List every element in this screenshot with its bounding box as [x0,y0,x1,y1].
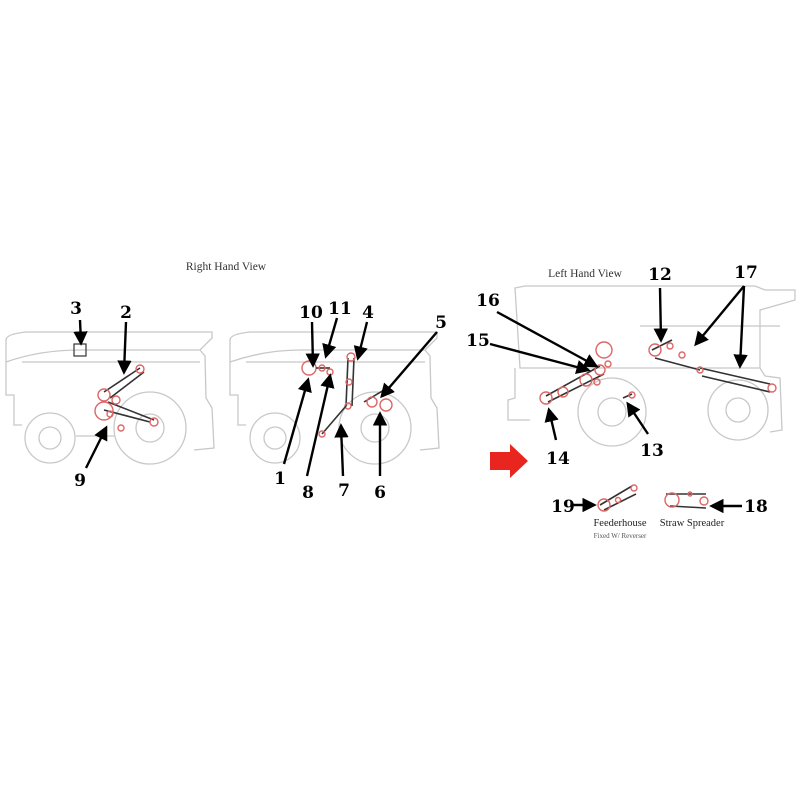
arrow-5 [380,331,438,399]
arrow-9 [84,425,108,469]
arrow-15 [489,342,591,375]
arrow-8 [305,373,335,477]
straw-spreader-label: Straw Spreader [660,518,725,529]
callout-numbers: 3 2 9 10 11 4 5 1 8 7 6 16 15 14 13 12 1… [70,263,768,517]
callout-8: 8 [302,483,314,503]
feederhouse-sublabel: Fixed W/ Reverser [594,532,647,540]
right-hand-view-title: Right Hand View [186,261,267,273]
arrow-17a [694,285,745,347]
callout-3: 3 [70,299,82,319]
red-indicator-arrow-icon [490,444,528,478]
feederhouse-belt-inset [597,484,638,512]
callout-12: 12 [648,265,672,285]
straw-spreader-belt-inset [664,491,709,509]
callout-2: 2 [120,303,132,323]
combine-outline-right-view-1 [5,331,215,465]
combine-outline-right-view-2 [229,331,440,465]
callout-1: 1 [274,469,286,489]
callout-11: 11 [328,299,352,319]
callout-13: 13 [640,441,664,461]
callout-18: 18 [744,497,768,517]
arrow-16 [496,310,599,368]
feederhouse-label: Feederhouse [593,518,646,529]
arrow-17b [733,285,748,369]
callout-5: 5 [435,313,447,333]
arrow-11 [322,317,339,359]
arrow-13 [626,401,649,435]
callout-7: 7 [338,481,350,501]
left-hand-view-title: Left Hand View [548,268,623,280]
belt-drive-left-view [539,339,777,405]
callout-17: 17 [734,263,758,283]
callout-16: 16 [476,291,500,311]
arrow-1 [282,377,312,465]
arrow-7 [334,423,349,477]
callout-15: 15 [466,331,490,351]
arrow-14 [544,407,559,441]
arrow-2 [117,321,132,375]
callout-6: 6 [374,483,386,503]
arrow-10 [305,321,320,368]
callout-4: 4 [362,303,374,323]
callout-10: 10 [299,303,323,323]
callout-arrows [73,285,748,514]
arrow-4 [353,321,369,361]
arrow-3 [73,319,88,346]
arrow-12 [653,287,668,343]
belt-drive-right-view-2 [301,352,393,438]
callout-14: 14 [546,449,570,469]
callout-9: 9 [74,471,86,491]
callout-19: 19 [551,497,575,517]
